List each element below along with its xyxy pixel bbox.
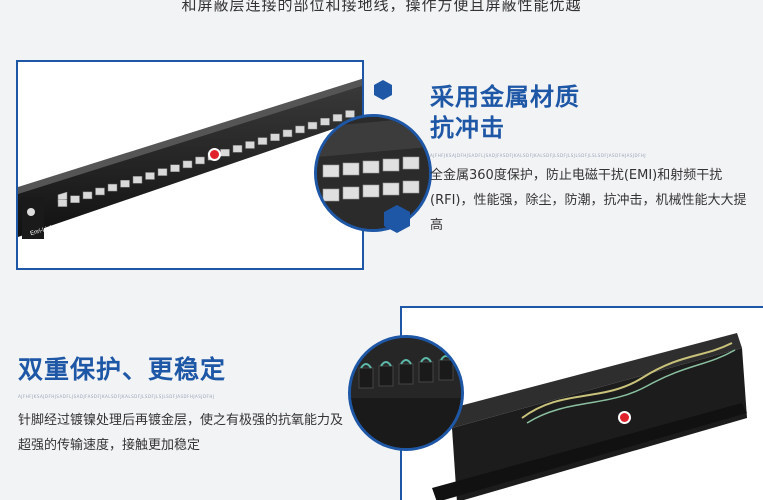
section1-description: 全金属360度保护，防止电磁干扰(EMI)和射频干扰(RFI)，性能强，除尘，防… [430, 168, 747, 233]
section2-title: 双重保护、更稳定 [18, 355, 227, 384]
zoom-detail-connectors [348, 335, 464, 451]
zoom-connectors-illustration [351, 338, 461, 448]
patch-panel-back-photo [400, 306, 763, 500]
rj45-port [320, 117, 330, 126]
patch-panel-illustration [18, 78, 362, 239]
rj45-port [282, 129, 293, 138]
rj45-port [132, 176, 143, 184]
rj45-port [57, 199, 68, 207]
section2-description: 针脚经过镀镍处理后再镀金层，使之有极强的抗氧能力及超强的传输速度，接触更加稳定 [18, 413, 344, 453]
rj45-port [245, 141, 255, 149]
zoom-detail-ports [314, 114, 432, 232]
hexagon-decoration-icon [374, 80, 392, 100]
highlight-marker [208, 148, 221, 161]
rj45-port [195, 156, 205, 165]
highlight-marker [618, 411, 631, 424]
zoom-ports-illustration [317, 117, 429, 229]
hexagon-decoration-icon [384, 205, 410, 233]
section1-title: 采用金属材质 抗冲击 [430, 82, 580, 144]
section1-title-line2: 抗冲击 [430, 114, 505, 142]
rj45-port [82, 191, 93, 200]
rj45-port [232, 145, 243, 153]
rj45-port [120, 179, 130, 188]
patch-panel-back-illustration [402, 308, 763, 500]
rj45-port [182, 160, 193, 169]
rj45-port [70, 195, 80, 203]
rj45-port [107, 183, 118, 192]
rj45-port [157, 168, 168, 176]
section1-title-line1: 采用金属材质 [430, 83, 580, 111]
section1-decorative-text: AJFHFJKSAJDFHJSADFLJSADJFASDFJKALSDFJKAL… [430, 153, 647, 158]
rj45-port [145, 172, 155, 180]
rj45-port [270, 133, 280, 141]
rj45-port [295, 125, 305, 134]
rj45-port [220, 148, 230, 157]
rj45-port [307, 121, 318, 130]
rj45-port [257, 137, 268, 145]
rj45-port [95, 187, 105, 196]
rj45-port [170, 164, 180, 172]
section2-decorative-text: AJFHFJKSAJDFHJSADFLJSADJFASDFJKALSDFJKAL… [18, 394, 215, 399]
rj45-port [332, 114, 343, 122]
patch-panel-photo: Enri-Link [16, 60, 364, 270]
top-caption: 和屏蔽层连接的部位和接地线，操作方便且屏蔽性能优越 [181, 0, 582, 14]
